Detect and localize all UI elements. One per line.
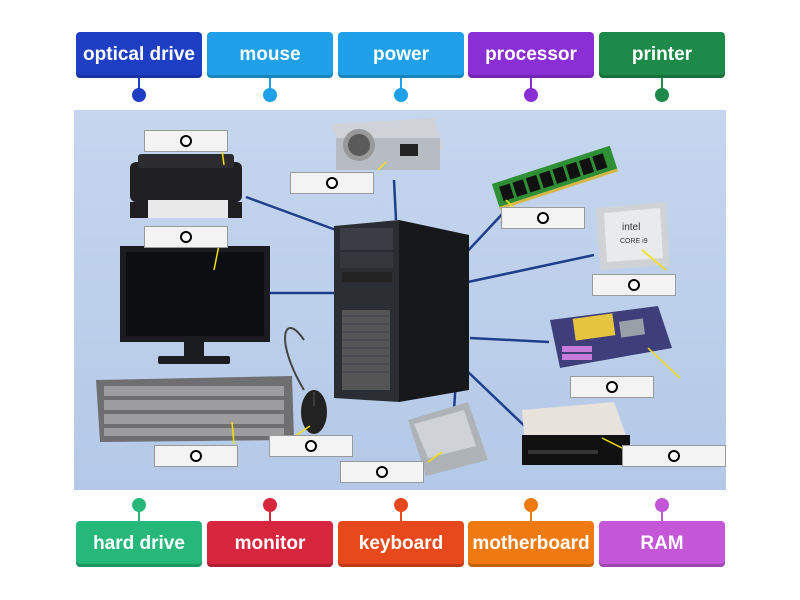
tile-top-5[interactable]: printer [599, 32, 725, 78]
cpu-chip-icon: intel CORE i9 [596, 202, 670, 270]
drop-slot-power[interactable] [290, 172, 374, 194]
slot-marker-icon [180, 231, 192, 243]
drop-slot-keyboard[interactable] [154, 445, 238, 467]
mouse-icon [284, 327, 327, 434]
drop-slot-processor[interactable] [592, 274, 676, 296]
slot-marker-icon [537, 212, 549, 224]
diagram-illustration: intel CORE i9 [96, 118, 681, 476]
tile-top-4[interactable]: processor [468, 32, 594, 78]
slot-marker-icon [668, 450, 680, 462]
tile-top-1[interactable]: optical drive [76, 32, 202, 78]
tile-label: motherboard [472, 533, 590, 554]
tile-label: RAM [640, 533, 684, 554]
printer-icon [130, 154, 242, 218]
tile-label: keyboard [358, 533, 444, 554]
slot-marker-icon [628, 279, 640, 291]
tile-bottom-2[interactable]: monitor [207, 521, 333, 567]
drop-slot-motherboard[interactable] [570, 376, 654, 398]
drop-slot-printer[interactable] [144, 130, 228, 152]
svg-text:CORE i9: CORE i9 [620, 238, 648, 245]
drop-slot-optical-drive[interactable] [622, 445, 726, 467]
drop-slot-ram[interactable] [501, 207, 585, 229]
hard-drive-icon [408, 402, 488, 476]
tile-bottom-5[interactable]: RAM [599, 521, 725, 567]
diagram-board: intel CORE i9 [74, 110, 726, 490]
slot-marker-icon [606, 381, 618, 393]
optical-drive-icon [522, 402, 630, 465]
tile-top-3[interactable]: power [338, 32, 464, 78]
slot-marker-icon [326, 177, 338, 189]
drop-slot-hard-drive[interactable] [340, 461, 424, 483]
tile-bottom-4[interactable]: motherboard [468, 521, 594, 567]
tile-label: power [373, 44, 429, 65]
monitor-icon [120, 246, 270, 364]
tile-label: mouse [239, 44, 301, 65]
drop-slot-mouse[interactable] [269, 435, 353, 457]
slot-marker-icon [305, 440, 317, 452]
drop-slot-monitor[interactable] [144, 226, 228, 248]
ram-stick-icon [491, 145, 619, 210]
tile-bottom-3[interactable]: keyboard [338, 521, 464, 567]
slot-marker-icon [180, 135, 192, 147]
tile-bottom-1[interactable]: hard drive [76, 521, 202, 567]
keyboard-icon [96, 376, 294, 442]
tile-label: optical drive [83, 44, 195, 65]
motherboard-icon [550, 306, 672, 368]
tile-label: printer [631, 44, 693, 65]
power-supply-icon [332, 118, 444, 170]
tile-label: monitor [234, 533, 306, 554]
tower-case-icon [334, 220, 469, 402]
tile-label: hard drive [93, 533, 185, 554]
tile-top-2[interactable]: mouse [207, 32, 333, 78]
slot-marker-icon [190, 450, 202, 462]
tile-label: processor [485, 44, 577, 65]
slot-marker-icon [376, 466, 388, 478]
svg-text:intel: intel [622, 222, 640, 233]
